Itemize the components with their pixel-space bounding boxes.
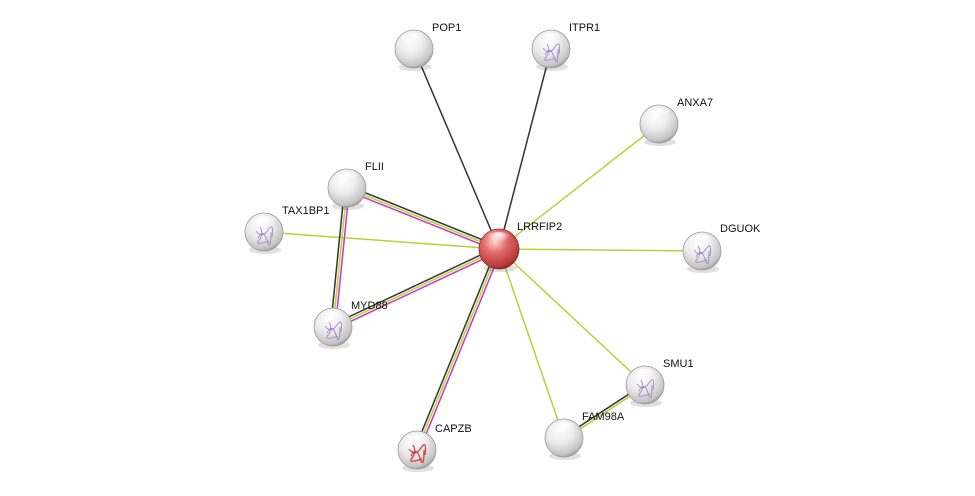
edge-lrrfip2-dguok[interactable]: [498, 248, 703, 252]
node-label-itpr1: ITPR1: [569, 22, 600, 34]
node-highlight: [335, 171, 359, 186]
edge-line-experimental: [334, 188, 351, 328]
node-highlight: [487, 232, 511, 246]
edge-line-experimental: [418, 249, 502, 452]
node-label-dguok: DGUOK: [720, 223, 761, 235]
edge-fli1-myd88[interactable]: [329, 187, 351, 328]
node-highlight: [633, 368, 657, 383]
network-node-smu1[interactable]: SMU1: [625, 358, 694, 407]
edge-lrrfip2-tax1bp1[interactable]: [263, 231, 500, 250]
edge-line-coexpression: [413, 48, 500, 250]
network-node-myd88[interactable]: MYD88: [313, 300, 388, 349]
node-label-myd88: MYD88: [351, 300, 388, 312]
node-label-anxa7: ANXA7: [677, 97, 713, 109]
protein-structure-icon: [324, 321, 342, 340]
node-label-smu1: SMU1: [663, 358, 694, 370]
edge-line-experimental: [345, 189, 499, 252]
network-node-lrrfip2[interactable]: LRRFIP2: [478, 221, 562, 272]
edge-lrrfip2-smu1[interactable]: [498, 248, 646, 386]
edge-line-textmining: [498, 123, 660, 250]
node-label-fli1: FLII: [365, 161, 384, 173]
edge-line-coexpression: [329, 187, 346, 327]
network-node-capzb[interactable]: CAPZB: [397, 423, 472, 472]
protein-structure-icon: [542, 43, 560, 62]
edge-line-textmining: [346, 187, 500, 250]
edge-line-textmining: [498, 248, 703, 252]
edge-line-textmining: [498, 248, 565, 439]
edge-lrrfip2-fam98a[interactable]: [498, 248, 565, 439]
network-node-fam98a[interactable]: FAM98A: [544, 411, 625, 460]
protein-structure-icon: [636, 379, 654, 398]
node-label-pop1: POP1: [432, 22, 461, 34]
protein-structure-icon: [255, 226, 273, 245]
node-highlight: [405, 433, 429, 448]
node-highlight: [539, 32, 563, 47]
node-label-fam98a: FAM98A: [582, 411, 625, 423]
node-highlight: [402, 32, 426, 47]
edge-line-coexpression: [347, 185, 501, 248]
edge-line-coexpression: [414, 247, 498, 450]
network-node-anxa7[interactable]: ANXA7: [639, 97, 713, 146]
network-node-fli1[interactable]: FLII: [327, 161, 384, 210]
node-highlight: [321, 310, 345, 325]
node-label-lrrfip2: LRRFIP2: [517, 221, 562, 233]
protein-structure-icon: [693, 245, 711, 264]
edge-line-experimental: [333, 250, 501, 330]
protein-structure-red-icon: [408, 444, 427, 464]
edges-layer: [263, 48, 703, 452]
edge-line-textmining: [416, 248, 500, 451]
edge-lrrfip2-itpr1[interactable]: [498, 48, 552, 250]
node-label-capzb: CAPZB: [435, 423, 472, 435]
edge-line-textmining: [332, 187, 348, 328]
edge-lrrfip2-anxa7[interactable]: [498, 123, 660, 250]
node-highlight: [552, 421, 576, 436]
edge-line-coexpression: [498, 48, 552, 250]
network-node-tax1bp1[interactable]: TAX1BP1: [244, 205, 330, 254]
edge-lrrfip2-fli1[interactable]: [345, 185, 501, 252]
network-node-pop1[interactable]: POP1: [394, 22, 461, 71]
node-highlight: [647, 107, 671, 122]
node-label-tax1bp1: TAX1BP1: [282, 205, 330, 217]
edge-line-coexpression: [331, 246, 499, 326]
edge-lrrfip2-capzb[interactable]: [414, 247, 502, 452]
node-highlight: [252, 215, 276, 230]
edge-line-textmining: [263, 231, 500, 250]
edge-lrrfip2-pop1[interactable]: [413, 48, 500, 250]
network-node-itpr1[interactable]: ITPR1: [531, 22, 600, 71]
network-node-dguok[interactable]: DGUOK: [682, 223, 761, 273]
edge-line-textmining: [498, 248, 646, 386]
edge-lrrfip2-myd88[interactable]: [331, 246, 501, 330]
node-highlight: [690, 234, 714, 249]
edge-line-textmining: [332, 248, 500, 328]
